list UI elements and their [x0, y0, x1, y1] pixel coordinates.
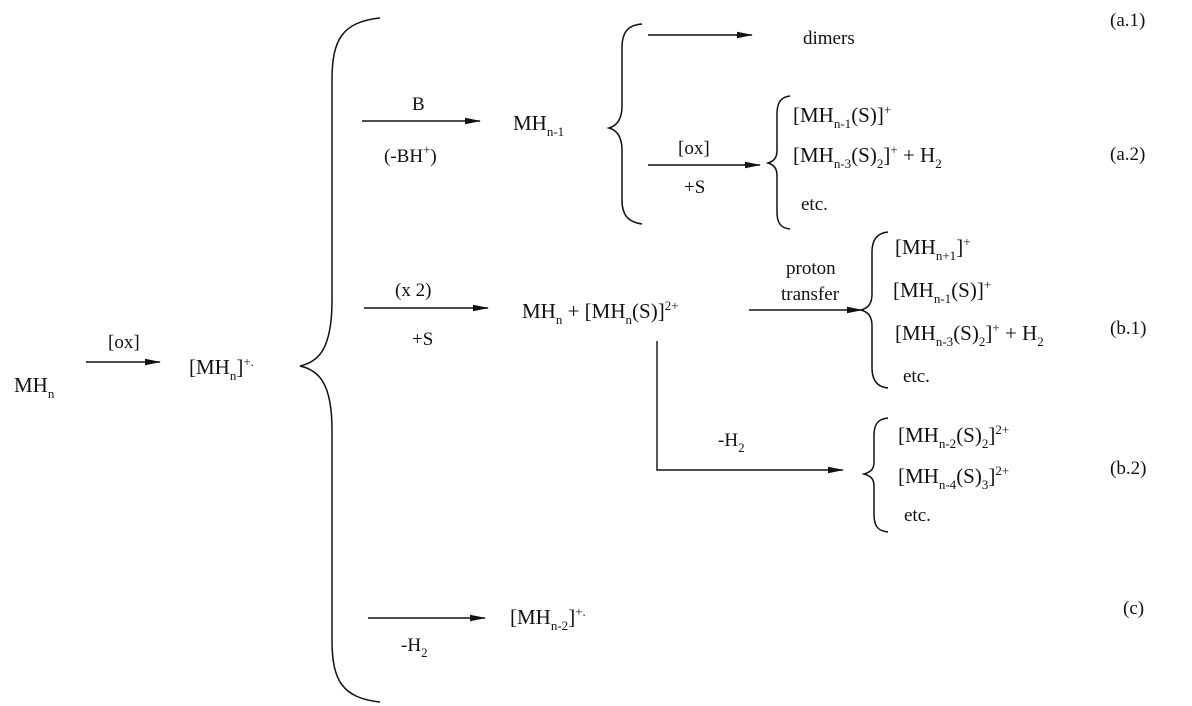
b1-brace — [858, 231, 889, 389]
path-b-reagent-above: (x 2) — [395, 280, 431, 301]
a2-condition-below: +S — [684, 177, 705, 198]
radical-cation: [MHn]+. — [189, 354, 254, 383]
b1-product-3: [MHn-3(S)2]+ + H2 — [895, 320, 1044, 349]
main-branch-brace — [299, 17, 381, 703]
b1-product-1: [MHn+1]+ — [895, 234, 971, 263]
path-a-product: MHn-1 — [513, 111, 564, 139]
start-species: MHn — [14, 373, 55, 401]
b2-brace — [861, 417, 889, 533]
b1-product-2: [MHn-1(S)]+ — [893, 277, 991, 306]
a2-brace — [765, 95, 791, 230]
path-b-reagent-below: +S — [412, 329, 433, 350]
path-c-product: [MHn-2]+. — [510, 604, 586, 633]
b2-arrow — [656, 341, 844, 474]
a2-condition-above: [ox] — [678, 138, 710, 159]
b2-product-2: [MHn-4(S)3]2+ — [898, 463, 1009, 492]
a2-product-1: [MHn-1(S)]+ — [793, 102, 891, 131]
b2-condition: -H2 — [718, 430, 745, 455]
b1-label: (b.1) — [1110, 318, 1146, 339]
a1-label: (a.1) — [1110, 10, 1145, 31]
a2-label: (a.2) — [1110, 144, 1145, 165]
a2-product-etc: etc. — [801, 194, 828, 215]
a1-product: dimers — [803, 28, 855, 49]
c-label: (c) — [1123, 598, 1144, 619]
b1-condition-line1: proton — [786, 258, 836, 279]
path-b-intermediate: MHn + [MHn(S)]2+ — [522, 298, 679, 327]
b1-condition-line2: transfer — [781, 284, 840, 305]
b2-product-1: [MHn-2(S)2]2+ — [898, 422, 1009, 451]
path-a-reagent-above: B — [412, 94, 425, 115]
b2-label: (b.2) — [1110, 458, 1146, 479]
path-a-brace — [606, 23, 643, 225]
step1-condition: [ox] — [108, 332, 140, 353]
path-a-reagent-below: (-BH+) — [384, 142, 437, 167]
path-c-reagent-below: -H2 — [401, 635, 428, 660]
a2-product-2: [MHn-3(S)2]+ + H2 — [793, 142, 942, 171]
b1-product-etc: etc. — [903, 366, 930, 387]
b2-product-etc: etc. — [904, 505, 931, 526]
